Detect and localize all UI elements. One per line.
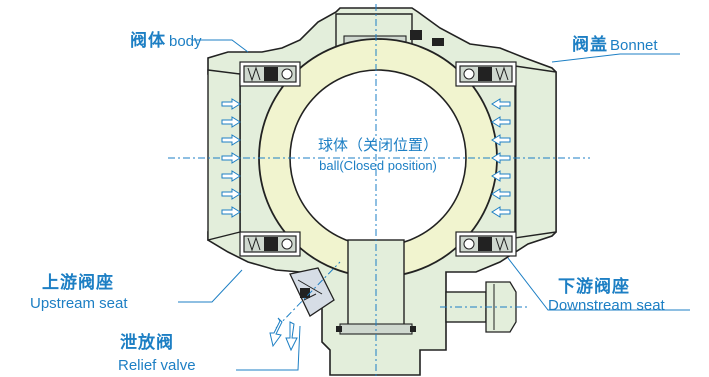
flow-arrow-icon	[285, 321, 298, 352]
relief-valve-body	[289, 267, 335, 317]
flow-arrow-icon	[221, 188, 241, 200]
relief-valve-nut	[300, 288, 310, 298]
leader-upstream	[178, 269, 243, 303]
leader-bonnet	[551, 53, 680, 63]
leader-body	[192, 39, 249, 53]
label-body-cn: 阀体	[130, 30, 166, 50]
label-bonnet-cn: 阀盖	[572, 34, 608, 54]
flow-arrow-icon	[221, 134, 241, 146]
flow-arrow-icon	[491, 152, 511, 164]
flow-arrow-icon	[491, 116, 511, 128]
relief-discharge-arrows	[269, 317, 298, 352]
label-body-en: body	[169, 33, 202, 50]
label-relief-en: Relief valve	[118, 357, 196, 374]
flow-arrow-icon	[221, 98, 241, 110]
downstream-seat-seal	[459, 65, 513, 253]
flow-arrow-icon	[491, 134, 511, 146]
upstream-flow-arrows	[221, 98, 241, 218]
label-downstream-en: Downstream seat	[548, 297, 666, 314]
leader-downstream	[507, 257, 690, 311]
label-ball-cn: 球体（关闭位置）	[318, 136, 438, 154]
label-upstream-en: Upstream seat	[30, 295, 128, 312]
flow-arrow-icon	[221, 170, 241, 182]
flow-arrow-icon	[491, 98, 511, 110]
label-ball-en: ball(Closed position)	[319, 158, 437, 173]
leader-relief	[236, 325, 301, 371]
flow-arrow-icon	[491, 206, 511, 218]
downstream-flow-arrows	[491, 98, 511, 218]
flow-arrow-icon	[221, 116, 241, 128]
bonnet-flange	[514, 65, 557, 239]
label-relief-cn: 泄放阀	[120, 332, 174, 352]
top-bolt-right	[432, 38, 444, 46]
top-bolt	[410, 30, 422, 40]
flow-arrow-icon	[221, 152, 241, 164]
flow-arrow-icon	[491, 170, 511, 182]
flow-arrow-icon	[221, 206, 241, 218]
flow-arrow-icon	[269, 317, 283, 348]
label-downstream-cn: 下游阀座	[558, 276, 630, 296]
bottom-seal-right	[410, 326, 416, 332]
bottom-seal-left	[336, 326, 342, 332]
relief-centerline	[275, 261, 341, 329]
label-bonnet-en: Bonnet	[610, 37, 658, 54]
flow-arrow-icon	[491, 188, 511, 200]
label-upstream-cn: 上游阀座	[42, 272, 114, 292]
upstream-seat-seal	[243, 65, 297, 253]
